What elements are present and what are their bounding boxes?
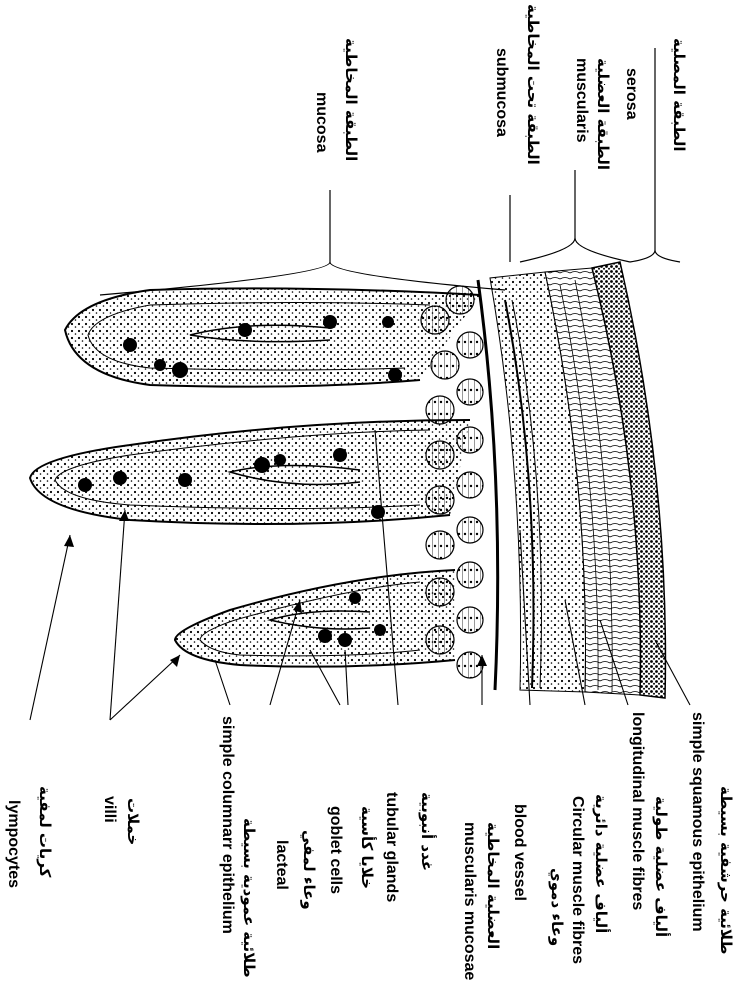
muscularis-label-ar: الطبقة العضلية [594,58,612,170]
goblet-label: goblet cells [326,806,344,894]
columnar-label-ar: طلائية عمودية بسيطة [240,818,258,978]
submucosa-label-ar: الطبقة تحت المخاطية [524,4,542,165]
villi-label: villi [100,796,118,823]
villus-3 [175,570,455,667]
villus-1 [65,288,480,386]
lymphocytes-label-ar: كريات لمفية [36,786,54,877]
mucosa-label-ar: الطبقة المخاطية [342,38,360,161]
squamous-label: simple squamous epithelium [688,712,706,932]
villus-2 [30,420,470,524]
muscularis-label: muscularis [572,58,590,142]
blood-vessel-label: blood vessel [510,804,528,901]
squamous-label-ar: طلائية حرشفية بسيطة [717,786,735,954]
longitudinal-label: longitudinal muscle fibres [628,712,646,910]
tubular-glands-label-ar: غدد أنبوبية [418,792,436,871]
lymphocytes-label: lympocytes [4,800,22,888]
circular-label-ar: ألياف عضلية دائرية [592,794,610,933]
serosa-label-ar: الطبقة المصلية [670,38,688,152]
lacteal-label: lacteal [272,840,290,890]
serosa-label: serosa [622,68,640,120]
muscularis-mucosae-label: muscularis mucosae [460,822,478,980]
tubular-glands-label: tubular glands [382,792,400,902]
submucosa-label: submucosa [492,48,510,137]
villi-label-ar: خملات [124,798,142,845]
blood-vessel-label-ar: وعاء دموي [548,868,566,946]
lacteal-label-ar: وعاء لمفي [300,830,318,910]
circular-label: Circular muscle fibres [568,796,586,964]
columnar-label: simple columnarr epithelium [218,716,236,934]
mucosa-label: mucosa [312,92,330,152]
goblet-label-ar: خلايا كأسية [358,806,376,889]
longitudinal-label-ar: ألياف عضلية طولية [652,796,670,937]
muscularis-mucosae-label-ar: العضلية المخاطية [484,822,502,949]
layer-brackets [100,48,680,295]
